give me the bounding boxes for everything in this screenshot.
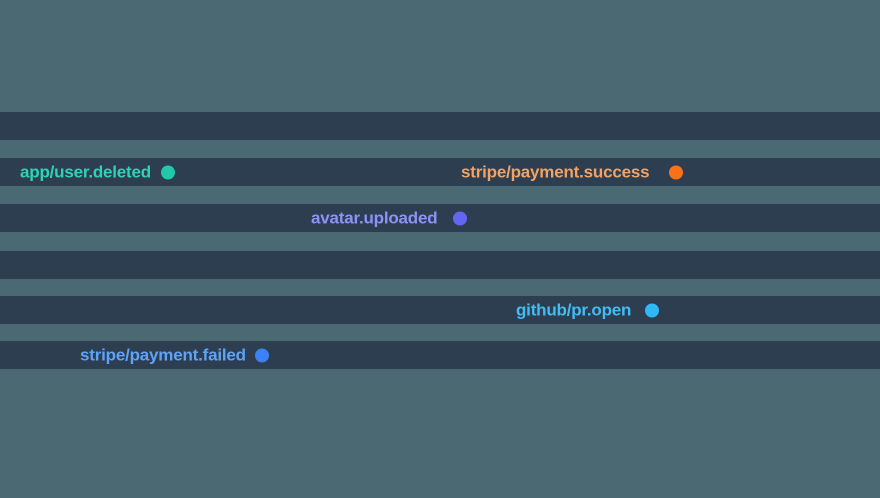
event-chip[interactable]: stripe/payment.success [461,162,684,182]
event-dot-icon [453,211,468,225]
event-chip[interactable]: github/pr.open [516,300,660,320]
event-label: app/user.deleted [20,162,151,182]
event-lane: app/user.deleted stripe/payment.success [0,158,880,186]
event-lane: github/pr.open [0,296,880,324]
event-label: stripe/payment.failed [80,345,246,365]
event-label: github/pr.open [516,300,632,320]
event-lane [0,251,880,279]
event-lane: stripe/payment.failed [0,341,880,369]
event-lane [0,112,880,140]
event-chip[interactable]: stripe/payment.failed [80,347,269,364]
event-lane: avatar.uploaded [0,204,880,232]
event-dot-icon [669,165,684,179]
event-label: avatar.uploaded [311,208,438,228]
event-dot-icon [645,303,660,317]
event-dot-icon [254,348,269,362]
event-label: stripe/payment.success [461,162,650,182]
event-dot-icon [160,165,175,179]
event-chip[interactable]: avatar.uploaded [311,208,468,228]
event-chip[interactable]: app/user.deleted [20,164,175,181]
